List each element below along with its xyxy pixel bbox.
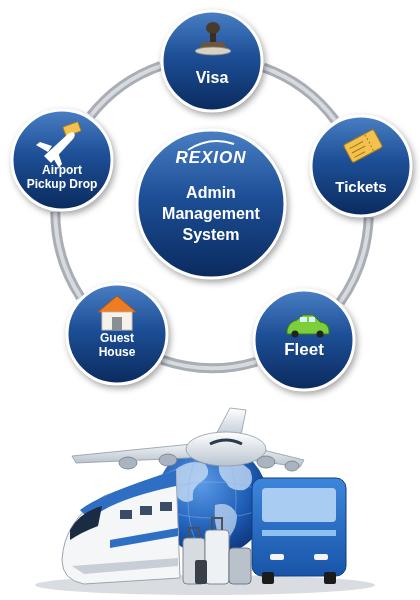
suitcases-part: [189, 528, 199, 538]
airplane-icon-part: [63, 122, 81, 137]
car-icon: [287, 315, 329, 338]
circle-fill: [254, 290, 354, 390]
bus-part: [270, 554, 284, 560]
ring-connector: [263, 67, 335, 120]
bullet-train-part: [110, 528, 178, 548]
circle-outline: [309, 114, 413, 218]
suitcases-part: [195, 560, 207, 584]
stamp-icon-part: [195, 47, 231, 55]
ring-stroke: [263, 67, 335, 120]
ring-highlight: [55, 212, 80, 297]
service-circle: Guest House: [65, 282, 169, 386]
airplane-part: [210, 440, 242, 444]
ticket-icon-part: [365, 135, 373, 151]
bus-part: [262, 530, 336, 536]
airplane-part: [186, 432, 266, 466]
ring-connector: [340, 217, 369, 302]
node-label: Tickets: [319, 178, 403, 195]
node-label: Fleet: [262, 340, 346, 360]
ring-connector: [55, 212, 80, 297]
bullet-train-part: [120, 510, 132, 519]
ring-highlight: [263, 67, 335, 120]
ring-stroke: [162, 360, 257, 368]
bus-part: [324, 572, 336, 584]
bus-part: [252, 478, 346, 576]
car-icon-part: [309, 317, 315, 322]
ring-connector: [91, 66, 161, 116]
bullet-train-part: [140, 506, 152, 515]
airplane-icon-part: [36, 142, 52, 152]
node-label: Airport Pickup Drop: [22, 164, 102, 192]
logo-swoosh-part: [188, 141, 234, 150]
airplane: [72, 408, 304, 471]
airplane-part: [119, 457, 137, 469]
house-icon: [98, 296, 136, 330]
bullet-train-part: [70, 506, 102, 540]
node-label: Admin Management System: [153, 182, 269, 245]
car-icon-part: [287, 315, 329, 334]
ring-highlight: [162, 360, 257, 368]
service-circle: Tickets: [309, 114, 413, 218]
ticket-icon-part: [350, 142, 363, 149]
airplane-icon: [36, 122, 81, 168]
stamp-icon-part: [210, 33, 216, 42]
ticket-icon-part: [354, 152, 365, 158]
ring-stroke: [340, 217, 369, 302]
service-circle: Fleet: [252, 288, 356, 392]
house-icon-part: [98, 296, 136, 312]
ring-connector: [162, 360, 257, 368]
house-icon-part: [112, 317, 122, 330]
suitcases-part: [205, 530, 229, 584]
ring-highlight: [340, 217, 369, 302]
bus: [252, 478, 346, 584]
service-circle: Airport Pickup Drop: [10, 108, 114, 212]
circle-fill: [162, 11, 262, 111]
bullet-train-part: [160, 502, 172, 511]
circle-fill: [67, 284, 167, 384]
ring-stroke: [55, 212, 80, 297]
bullet-train: [62, 470, 180, 584]
car-icon-part: [292, 331, 299, 338]
airplane-icon-part: [44, 132, 75, 163]
bus-part: [314, 554, 328, 560]
stamp-icon-part: [206, 22, 220, 34]
circle-outline: [10, 108, 114, 212]
circle-fill: [12, 110, 112, 210]
node-label: Guest House: [87, 332, 147, 360]
ticket-icon: [343, 129, 382, 163]
bus-part: [262, 572, 274, 584]
car-icon-part: [317, 331, 324, 338]
house-icon-part: [102, 312, 132, 330]
airplane-part: [257, 456, 275, 468]
car-icon-part: [300, 317, 307, 322]
suitcases-part: [212, 518, 222, 530]
airplane-part: [285, 461, 299, 471]
logo-text: REXION: [161, 148, 261, 168]
bus-part: [262, 488, 336, 522]
suitcases: [183, 518, 251, 584]
circle-outline: [160, 9, 264, 113]
airplane-part: [159, 454, 177, 466]
airplane-icon-part: [52, 152, 62, 168]
circle-fill: [137, 130, 285, 278]
circle-fill: [311, 116, 411, 216]
bullet-train-part: [62, 470, 180, 584]
node-label: Visa: [170, 69, 254, 87]
bullet-train-part: [72, 558, 178, 574]
hub-circle: REXION Admin Management System: [135, 128, 287, 280]
logo-swoosh: [188, 141, 234, 150]
suitcases-part: [229, 548, 251, 584]
ticket-icon-part: [352, 146, 365, 153]
service-circle: Visa: [160, 9, 264, 113]
ring-highlight: [91, 66, 161, 116]
stamp-icon: [195, 22, 231, 55]
stamp-icon-part: [199, 42, 227, 48]
ring-stroke: [91, 66, 161, 116]
ticket-icon-part: [343, 129, 382, 163]
